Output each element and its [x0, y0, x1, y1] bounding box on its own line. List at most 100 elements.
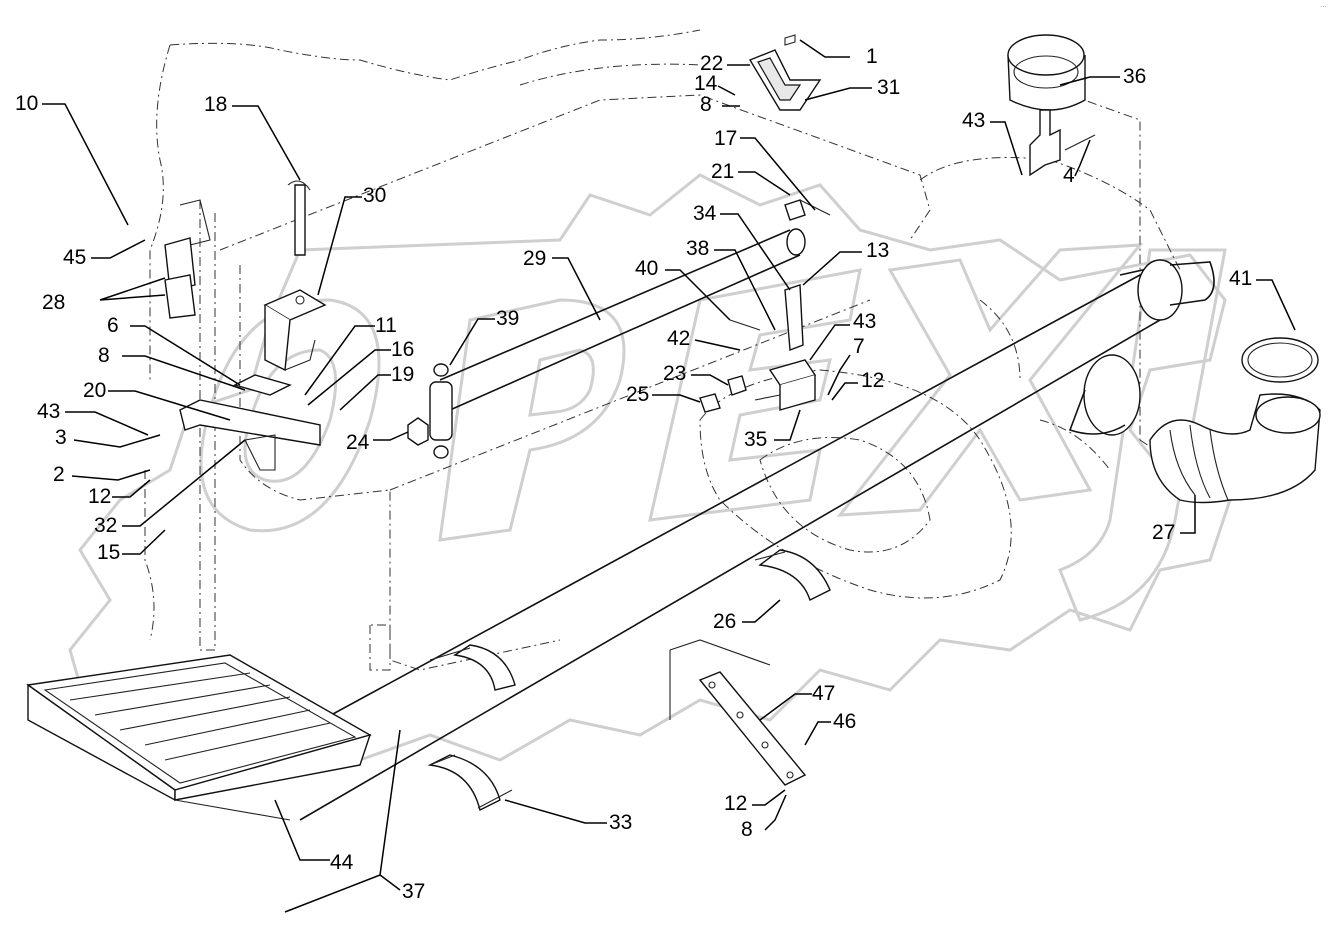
callout-c3: 3 [55, 426, 67, 449]
callout-c33: 33 [609, 811, 632, 834]
ring-41 [1241, 337, 1319, 383]
leader-line-c43a [65, 411, 149, 436]
leader-line-c27 [1180, 495, 1196, 534]
leader-line-c29 [552, 257, 601, 321]
callout-c30: 30 [363, 184, 386, 207]
callout-c35: 35 [744, 428, 767, 451]
callout-c31: 31 [877, 76, 900, 99]
callout-c8c: 8 [741, 818, 753, 841]
leader-line-c33 [504, 799, 607, 824]
callout-c20: 20 [83, 379, 106, 402]
leader-line-c12c [752, 789, 786, 806]
leader-line-c36 [1059, 76, 1120, 86]
leader-line-c10 [42, 103, 129, 226]
callout-c47: 47 [812, 682, 835, 705]
callout-c38: 38 [686, 237, 709, 260]
clamp-26 [754, 549, 831, 601]
leader-line-c2 [71, 469, 151, 481]
leader-line-c11 [304, 325, 375, 396]
bracket-28 [164, 199, 211, 319]
callout-c39: 39 [496, 307, 519, 330]
leader-line-c45 [91, 239, 146, 259]
clamp-33 [427, 754, 513, 812]
callout-c28: 28 [42, 291, 65, 314]
callout-c43a: 43 [37, 400, 60, 423]
bracket-22-31 [748, 34, 822, 111]
bracket-47 [669, 639, 807, 786]
clamp-upper-middle [429, 644, 516, 691]
leader-line-c6 [130, 325, 241, 386]
leader-line-c47 [759, 693, 812, 721]
callout-c12c: 12 [724, 792, 747, 815]
callout-c22: 22 [700, 52, 723, 75]
leader-line-c32 [122, 439, 246, 527]
leader-line-c43c [809, 324, 850, 361]
callout-c29: 29 [523, 247, 546, 270]
watermark [68, 173, 1232, 762]
callout-c32: 32 [94, 514, 117, 537]
leader-line-c38 [714, 249, 776, 331]
cylinder-36 [1007, 34, 1096, 177]
callout-c42: 42 [667, 327, 690, 350]
callout-c34: 34 [693, 202, 717, 225]
step-platform [26, 654, 372, 821]
callout-c40: 40 [635, 257, 658, 280]
leader-line-c44 [274, 799, 330, 861]
leader-line-c14 [717, 85, 736, 96]
leader-line-c1 [799, 39, 850, 58]
callout-labels: 1234678881011121212131415161718192021222… [15, 45, 1252, 903]
leader-line-c7 [827, 354, 851, 396]
callout-c15: 15 [97, 541, 120, 564]
callout-c25: 25 [626, 383, 649, 406]
callout-c4: 4 [1063, 164, 1075, 187]
callout-c7: 7 [853, 335, 865, 358]
leader-line-c37 [284, 729, 401, 913]
leader-line-c34 [720, 213, 791, 291]
leader-line-c26 [742, 599, 781, 623]
leader-line-c40 [665, 269, 731, 321]
leader-line-c25 [652, 394, 701, 403]
callout-c23: 23 [663, 362, 686, 385]
leader-line-c16 [307, 349, 391, 406]
leader-line-c15 [122, 529, 166, 555]
leader-line-c35 [774, 409, 801, 441]
leader-line-c39 [449, 318, 495, 366]
callout-c27: 27 [1152, 521, 1175, 544]
leader-line-c41 [1256, 279, 1296, 331]
callout-c45: 45 [63, 246, 86, 269]
leader-line-c17 [740, 137, 816, 211]
leader-line-c31 [804, 87, 872, 101]
leader-lines [42, 39, 1296, 913]
callout-c12b: 12 [861, 369, 884, 392]
leader-line-c20 [108, 390, 231, 421]
leader-line-c21 [738, 171, 791, 196]
leader-line-c4 [1074, 139, 1091, 177]
hose-27 [1149, 393, 1321, 504]
leader-line-c19 [339, 374, 391, 411]
callout-c13: 13 [866, 239, 889, 262]
callout-c43c: 43 [853, 310, 876, 333]
leader-line-c42 [694, 339, 741, 351]
leader-line-c3 [73, 434, 161, 448]
small-hardware [407, 199, 831, 446]
leader-line-c30 [317, 196, 362, 296]
callout-c43b: 43 [962, 109, 985, 132]
callout-c2: 2 [53, 463, 65, 486]
callout-c41: 41 [1229, 267, 1252, 290]
callout-c14: 14 [694, 72, 718, 95]
callout-c26: 26 [713, 610, 736, 633]
leader-line-c13 [802, 251, 862, 286]
callout-c24: 24 [346, 431, 370, 454]
callout-c44: 44 [330, 851, 354, 874]
leader-line-c23 [691, 374, 729, 386]
main-long-tube [229, 259, 1215, 821]
leader-line-c8c [764, 794, 787, 831]
leader-line-c12b [831, 382, 858, 401]
callout-c8a: 8 [98, 344, 110, 367]
callout-c1: 1 [866, 45, 878, 68]
callout-c8b: 8 [700, 93, 712, 116]
callout-c18: 18 [204, 93, 227, 116]
frame-outline [144, 29, 1181, 671]
callout-c12a: 12 [88, 485, 111, 508]
